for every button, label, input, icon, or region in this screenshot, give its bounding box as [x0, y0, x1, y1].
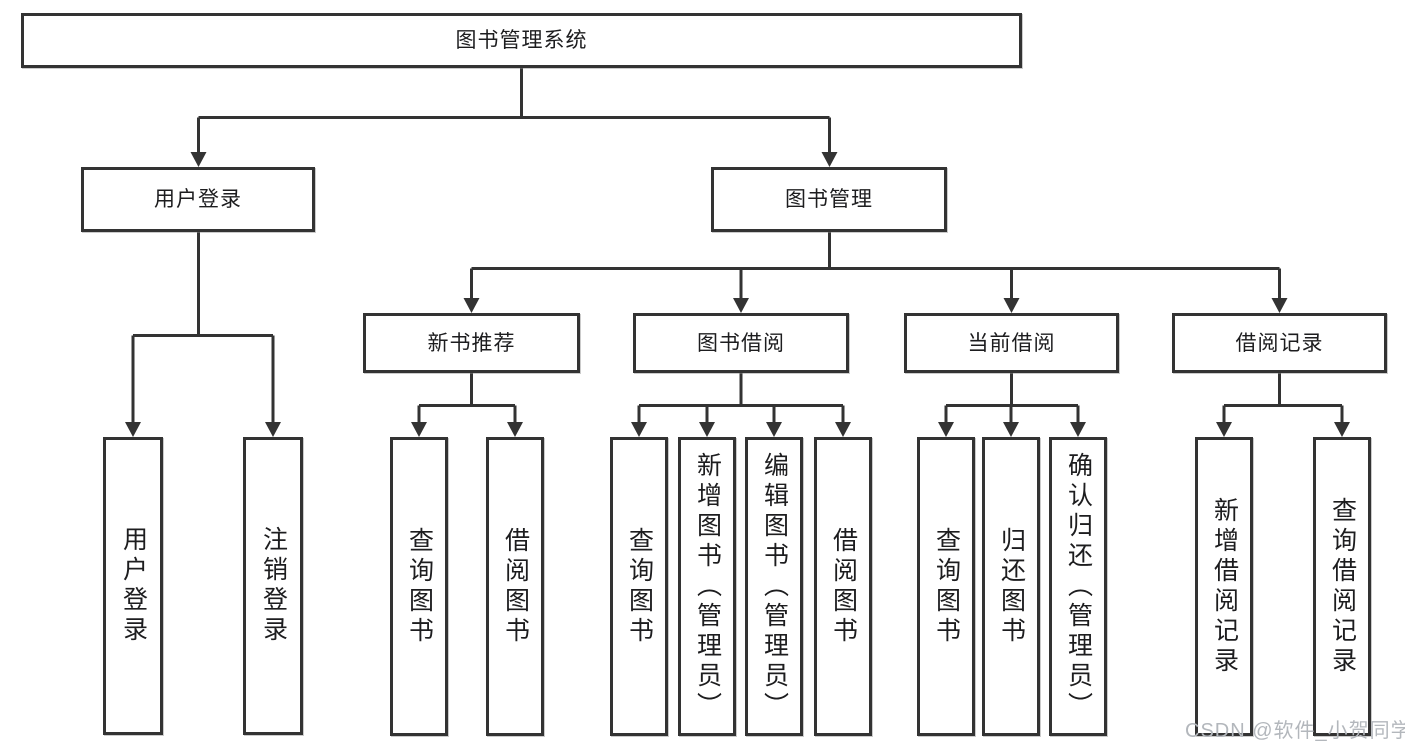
- leaf-label: 注销登录: [259, 526, 288, 646]
- leaf-query-borrow-record: 查询借阅记录: [1313, 437, 1371, 736]
- node-current-borrowing: 当前借阅: [904, 313, 1119, 373]
- leaf-label: 查询图书: [405, 526, 434, 647]
- node-label: 图书管理: [785, 188, 873, 211]
- leaf-label: 查询图书: [625, 526, 654, 647]
- leaf-label: 新增图书（管理员）: [693, 451, 722, 722]
- leaf-label: 查询借阅记录: [1328, 496, 1357, 677]
- csdn-watermark: CSDN @软件_小贺同学: [1185, 720, 1405, 742]
- arrowhead: [821, 152, 838, 167]
- arrowhead: [733, 298, 749, 313]
- arrowhead: [699, 422, 715, 437]
- arrowhead: [411, 422, 427, 437]
- arrowhead: [507, 422, 523, 437]
- arrowhead: [1216, 422, 1232, 437]
- arrowhead: [265, 422, 281, 437]
- leaf-logout: 注销登录: [243, 437, 303, 735]
- node-label: 借阅记录: [1235, 331, 1324, 355]
- leaf-label: 归还图书: [997, 526, 1026, 647]
- leaf-return-books: 归还图书: [982, 437, 1040, 736]
- leaf-label: 借阅图书: [501, 526, 530, 647]
- arrowhead: [1271, 298, 1288, 313]
- arrowhead: [835, 422, 851, 437]
- arrowhead: [1003, 298, 1020, 313]
- leaf-borrow-books-recommend: 借阅图书: [486, 437, 544, 736]
- arrowhead: [938, 422, 954, 437]
- leaf-label: 用户登录: [119, 526, 148, 646]
- node-library-management-system: 图书管理系统: [21, 13, 1022, 68]
- connector-borrow-to-leaves: [637, 373, 845, 424]
- leaf-edit-books-admin: 编辑图书（管理员）: [745, 437, 803, 736]
- arrowhead: [631, 422, 647, 437]
- connector-login-to-leaves: [131, 232, 275, 424]
- leaf-query-books-current: 查询图书: [917, 437, 975, 736]
- connector-records-to-leaves: [1222, 373, 1344, 424]
- leaf-borrow-books: 借阅图书: [814, 437, 872, 736]
- arrowhead: [463, 298, 480, 313]
- leaf-label: 新增借阅记录: [1210, 496, 1239, 677]
- connector-root-to-level2: [197, 68, 831, 153]
- leaf-add-borrow-record: 新增借阅记录: [1195, 437, 1253, 736]
- node-borrowing-records: 借阅记录: [1172, 313, 1387, 373]
- node-label: 当前借阅: [967, 331, 1056, 355]
- leaf-confirm-return-admin: 确认归还（管理员）: [1049, 437, 1107, 736]
- arrowhead: [190, 152, 207, 167]
- leaf-label: 借阅图书: [829, 526, 858, 647]
- leaf-query-books-borrow: 查询图书: [610, 437, 668, 736]
- connector-management-to-level3: [470, 232, 1281, 300]
- arrowhead: [125, 422, 141, 437]
- leaf-label: 确认归还（管理员）: [1064, 451, 1093, 722]
- leaf-label: 查询图书: [932, 526, 961, 647]
- node-label: 图书借阅: [697, 331, 785, 355]
- arrowhead: [1334, 422, 1350, 437]
- node-label: 新书推荐: [427, 331, 516, 355]
- node-book-management: 图书管理: [711, 167, 947, 232]
- connector-recommend-to-leaves: [417, 373, 517, 424]
- arrowhead: [766, 422, 782, 437]
- arrowhead: [1003, 422, 1019, 437]
- node-new-book-recommend: 新书推荐: [363, 313, 580, 373]
- leaf-add-books-admin: 新增图书（管理员）: [678, 437, 736, 736]
- node-label: 图书管理系统: [455, 29, 588, 52]
- leaf-label: 编辑图书（管理员）: [760, 451, 789, 722]
- node-label: 用户登录: [154, 188, 242, 211]
- leaf-query-books-recommend: 查询图书: [390, 437, 448, 736]
- leaf-user-login: 用户登录: [103, 437, 163, 735]
- connector-current-to-leaves: [944, 373, 1080, 424]
- arrowhead: [1070, 422, 1086, 437]
- node-user-login: 用户登录: [81, 167, 315, 232]
- node-book-borrowing: 图书借阅: [633, 313, 849, 373]
